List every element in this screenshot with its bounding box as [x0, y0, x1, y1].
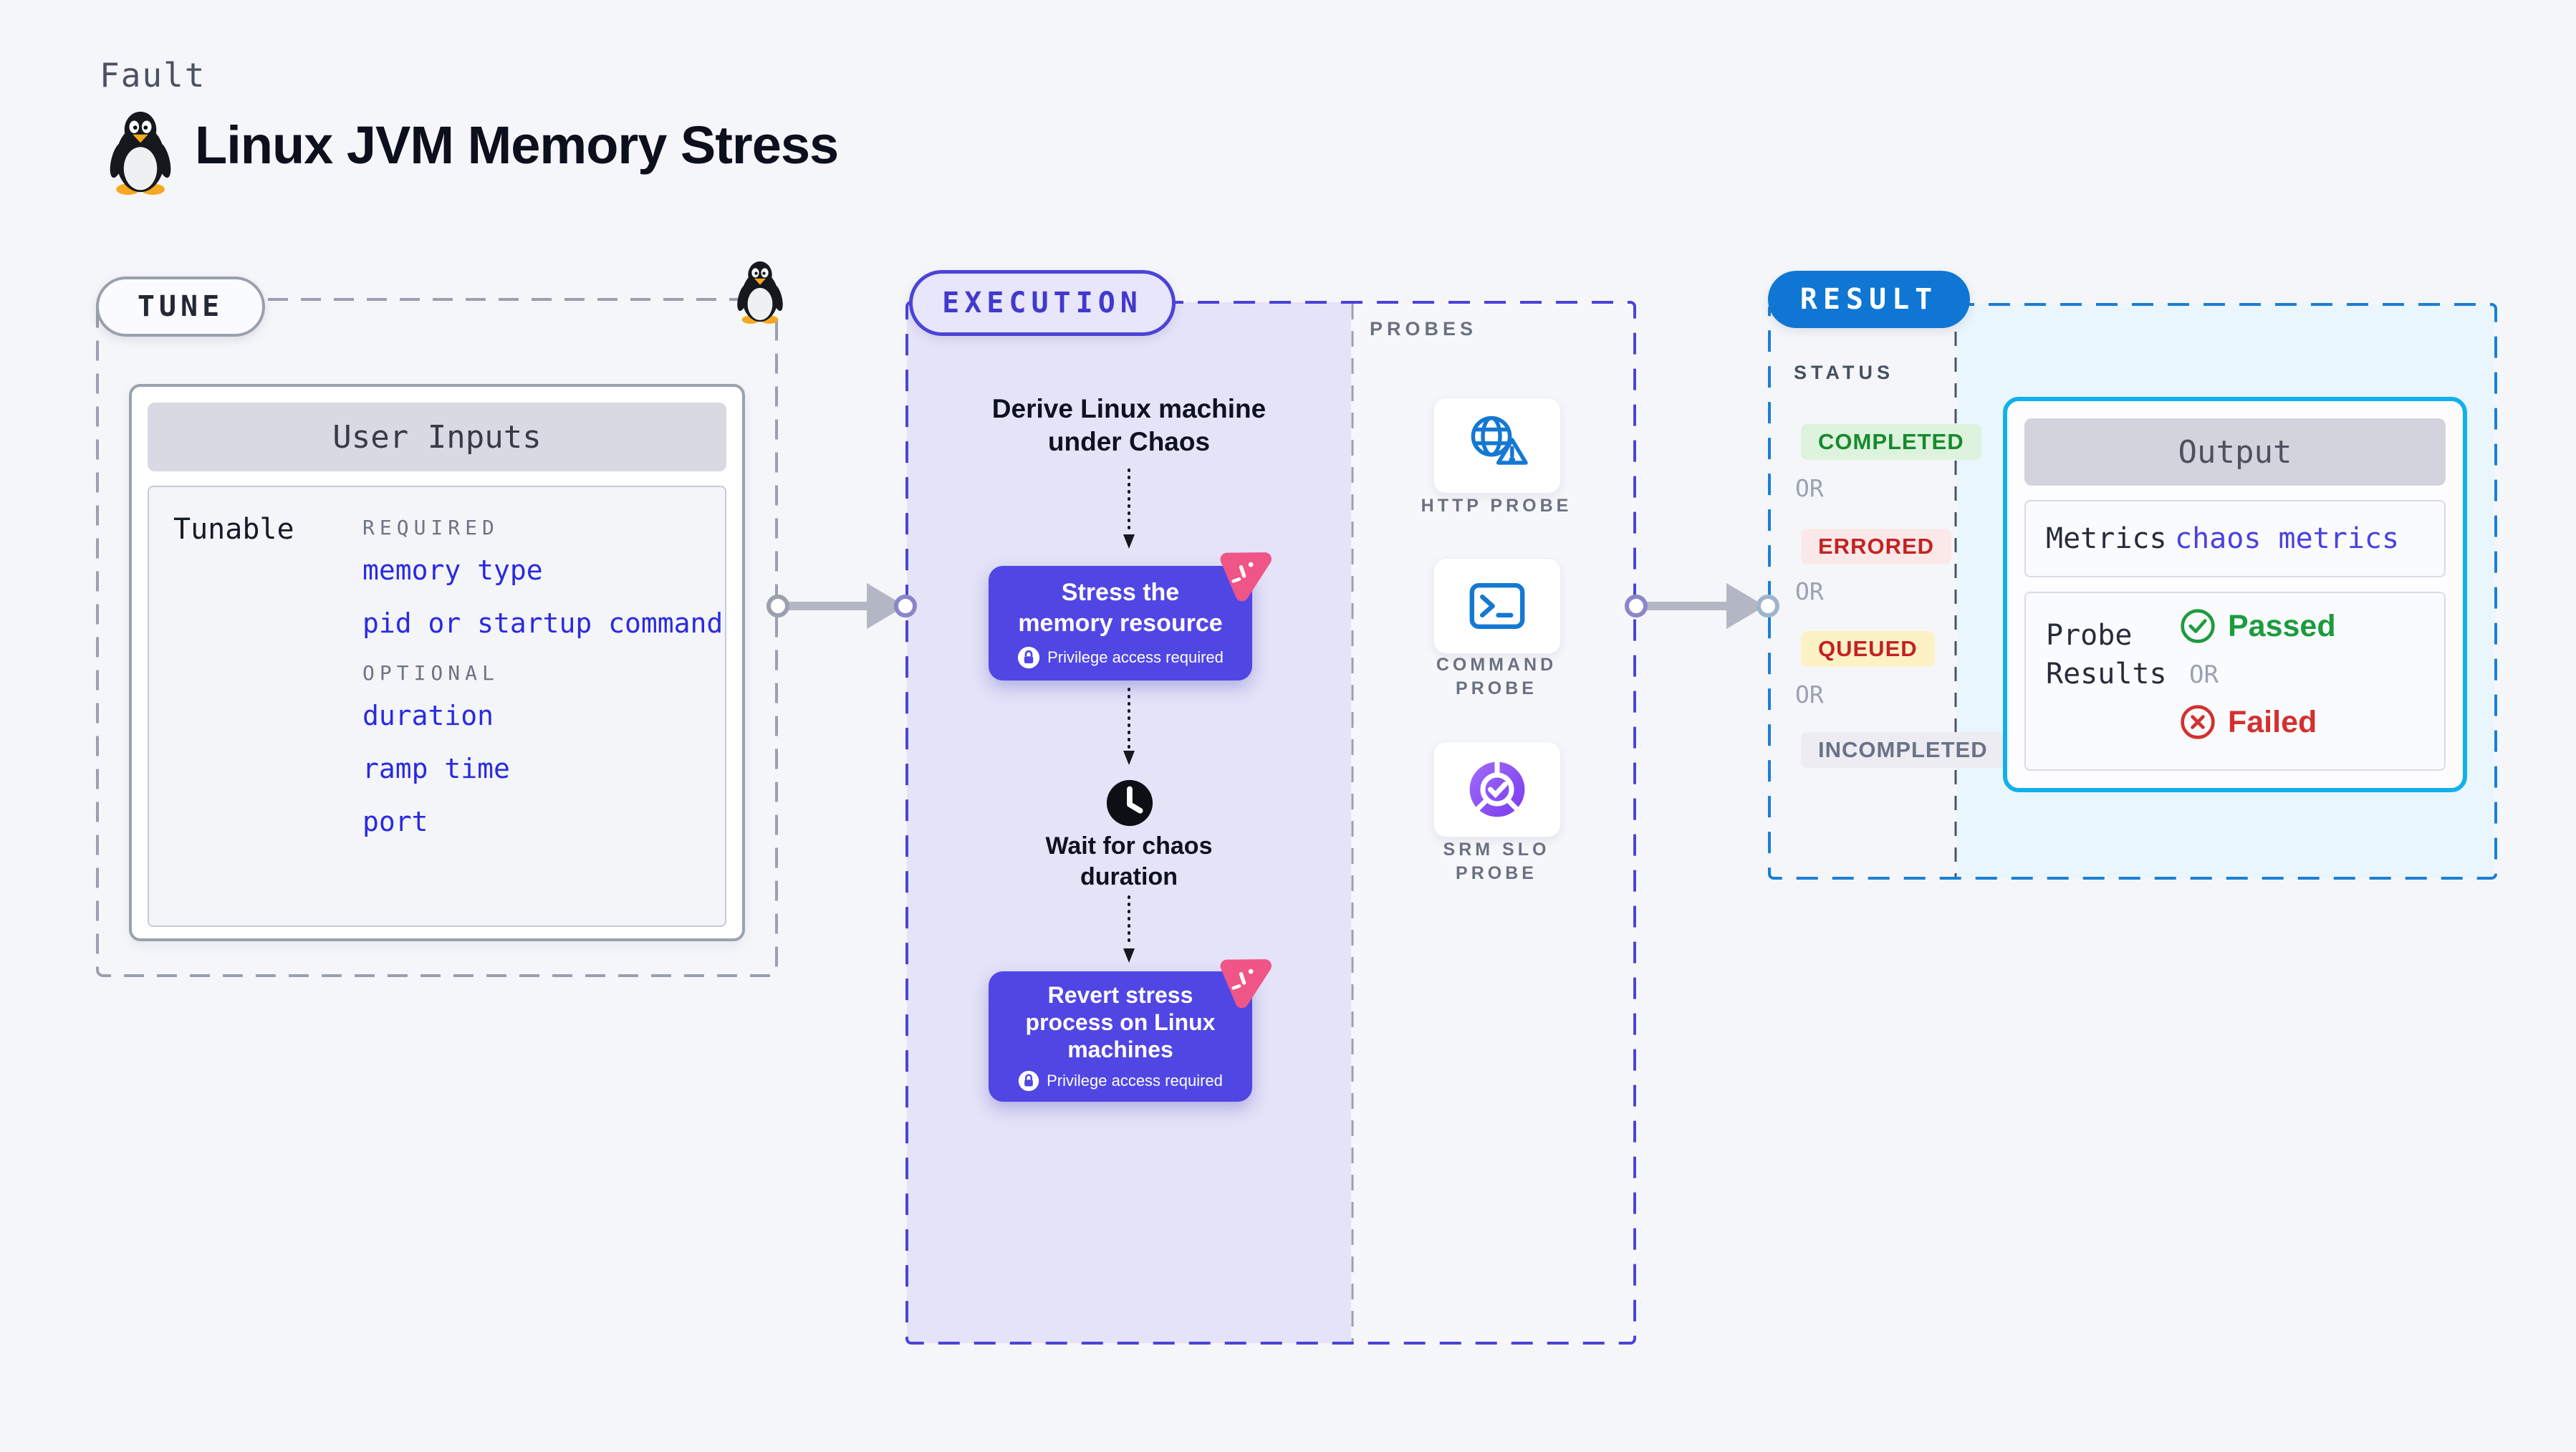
- tunable-duration[interactable]: duration: [362, 700, 494, 731]
- tunable-row-label: Tunable: [173, 513, 294, 546]
- probes-heading: PROBES: [1370, 318, 1478, 340]
- status-or: OR: [1795, 577, 1824, 605]
- wait-step-label: Wait for chaos duration: [984, 831, 1274, 893]
- flow-start-line: Derive Linux machine: [991, 394, 1267, 423]
- step-title-line: Stress the: [1061, 579, 1180, 606]
- metrics-row: Metrics chaos metrics: [2024, 500, 2446, 577]
- verdict-or: OR: [2189, 660, 2219, 689]
- flow-arrow-down: [1123, 468, 1135, 549]
- step-revert-stress-node[interactable]: Revert stress process on Linux machines …: [989, 971, 1252, 1102]
- optional-group-heading: OPTIONAL: [362, 661, 499, 685]
- tunable-port[interactable]: port: [362, 806, 428, 837]
- failed-label: Failed: [2228, 704, 2317, 739]
- metrics-label: Metrics: [2046, 522, 2167, 555]
- user-inputs-card: User Inputs Tunable REQUIRED memory type…: [129, 384, 745, 941]
- execution-section-pill: EXECUTION: [909, 270, 1176, 336]
- litmus-chaos-icon: [1213, 953, 1274, 1013]
- terminal-icon: [1469, 583, 1525, 629]
- globe-alert-icon: [1471, 415, 1528, 465]
- tune-to-execution-arrow: [766, 583, 917, 629]
- lock-icon: [1017, 646, 1040, 669]
- tux-penguin-icon: [734, 259, 787, 324]
- page-title: Linux JVM Memory Stress: [195, 115, 839, 175]
- status-heading: STATUS: [1794, 362, 1894, 383]
- check-circle-icon: [2181, 609, 2215, 643]
- wait-line: Wait for chaos: [1045, 832, 1213, 860]
- step-title-line: machines: [1067, 1037, 1173, 1062]
- status-badge-errored: ERRORED: [1801, 529, 1952, 564]
- status-badge-completed: COMPLETED: [1801, 424, 1981, 460]
- litmus-chaos-icon: [1213, 546, 1274, 606]
- slo-pie-icon: [1469, 759, 1525, 817]
- flow-arrow-down: [1123, 895, 1135, 963]
- http-probe-card[interactable]: [1433, 398, 1561, 494]
- tunable-ramp-time[interactable]: ramp time: [362, 753, 510, 784]
- srm-slo-probe-card[interactable]: [1433, 741, 1561, 837]
- step-title-line: process on Linux: [1025, 1009, 1216, 1035]
- tune-section-border: [96, 298, 778, 977]
- http-probe-label: HTTP PROBE: [1421, 496, 1572, 516]
- flow-start-label: Derive Linux machine under Chaos: [941, 393, 1317, 458]
- status-or: OR: [1795, 474, 1824, 502]
- tux-penguin-icon: [105, 109, 176, 195]
- user-inputs-title: User Inputs: [148, 403, 726, 471]
- probe-results-label: Probe Results: [2046, 619, 2167, 691]
- privilege-note: Privilege access required: [1047, 1072, 1223, 1090]
- tunable-memory-type[interactable]: memory type: [362, 554, 543, 586]
- step-title-line: Revert stress: [1047, 982, 1193, 1008]
- output-title: Output: [2024, 418, 2446, 486]
- tunable-pid-or-startup-command[interactable]: pid or startup command: [362, 607, 724, 639]
- status-or: OR: [1795, 681, 1824, 708]
- probe-results-row: Probe Results Passed OR Failed: [2024, 592, 2446, 771]
- tune-section-pill: TUNE: [96, 277, 265, 337]
- step-stress-memory-node[interactable]: Stress the memory resource Privilege acc…: [989, 566, 1252, 681]
- flow-arrow-down: [1123, 688, 1135, 765]
- output-card: Output Metrics chaos metrics Probe Resul…: [2003, 397, 2467, 792]
- clock-icon: [1106, 779, 1153, 827]
- fault-kicker: Fault: [100, 56, 206, 95]
- wait-line: duration: [1080, 863, 1178, 890]
- metrics-value-link[interactable]: chaos metrics: [2175, 522, 2400, 555]
- execution-to-result-arrow: [1625, 583, 1779, 629]
- step-title-line: memory resource: [1018, 610, 1223, 637]
- lock-icon: [1018, 1070, 1039, 1092]
- privilege-note: Privilege access required: [1047, 648, 1224, 666]
- command-probe-card[interactable]: [1433, 558, 1561, 654]
- passed-label: Passed: [2228, 608, 2336, 643]
- x-circle-icon: [2181, 705, 2215, 739]
- required-group-heading: REQUIRED: [362, 516, 499, 539]
- tunables-panel: Tunable REQUIRED memory type pid or star…: [148, 486, 726, 927]
- flow-start-line: under Chaos: [1047, 427, 1211, 456]
- status-badge-queued: QUEUED: [1801, 631, 1935, 667]
- status-badge-incompleted: INCOMPLETED: [1801, 732, 2005, 768]
- result-section-pill: RESULT: [1768, 271, 1970, 328]
